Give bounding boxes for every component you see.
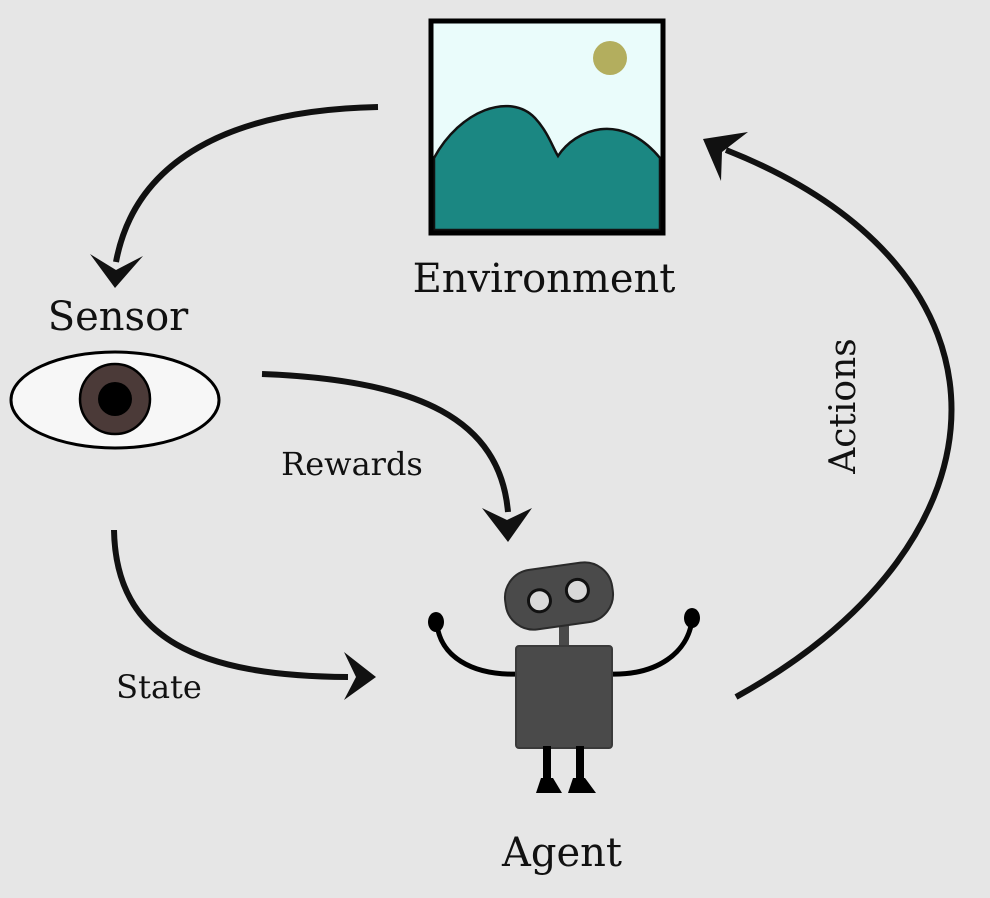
state-label: State	[116, 668, 202, 706]
robot-head	[503, 561, 615, 631]
actions-arrow	[703, 132, 955, 700]
sensor-label: Sensor	[48, 294, 189, 340]
robot-left-arm	[434, 623, 521, 677]
rewards-arrowhead	[482, 508, 532, 542]
robot-right-eye	[564, 577, 590, 603]
environment-icon	[428, 18, 666, 236]
hills-icon	[432, 104, 662, 232]
eye-icon	[9, 350, 221, 450]
sensing-arrow	[90, 104, 379, 288]
rewards-arrow	[261, 371, 532, 542]
robot-right-foot	[568, 778, 596, 793]
environment-label: Environment	[413, 256, 676, 302]
actions-label: Actions	[823, 338, 864, 474]
sensing-arrowhead	[90, 254, 143, 288]
state-arrowhead	[344, 652, 376, 700]
robot-right-leg	[576, 746, 584, 782]
robot-left-leg	[543, 746, 551, 782]
robot-left-foot	[536, 778, 562, 793]
robot-neck	[559, 622, 569, 652]
robot-right-arm	[607, 619, 695, 677]
state-arrow	[111, 529, 376, 700]
robot-left-eye	[526, 588, 552, 614]
robot-icon	[428, 561, 700, 793]
agent-label: Agent	[501, 830, 622, 876]
actions-arrowhead	[703, 132, 748, 181]
robot-body	[515, 645, 613, 749]
rewards-label: Rewards	[281, 445, 423, 483]
sun-icon	[593, 41, 627, 75]
pupil-icon	[98, 382, 132, 416]
